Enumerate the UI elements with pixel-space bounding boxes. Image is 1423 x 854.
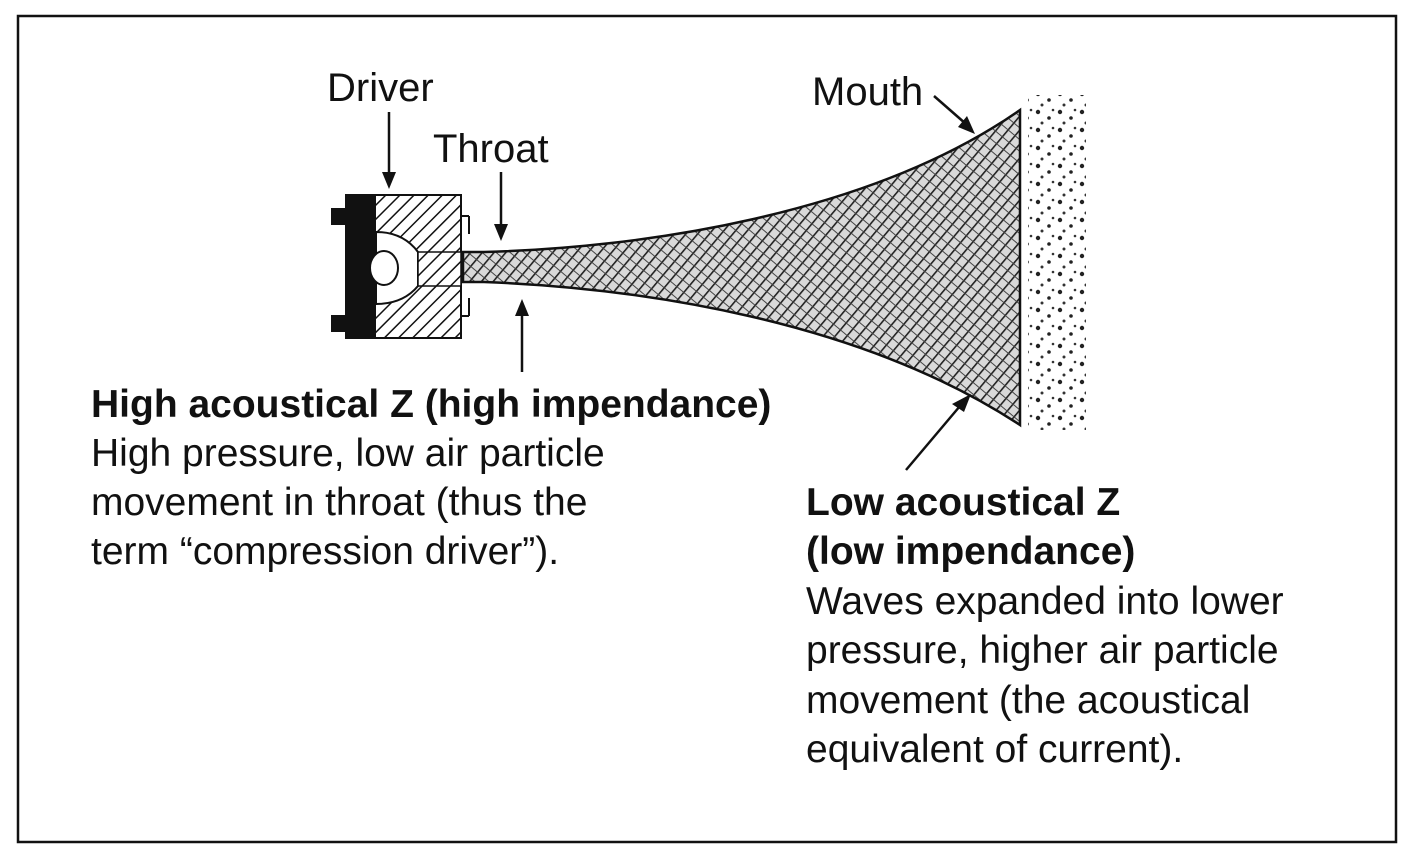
diagram-frame <box>16 14 1398 844</box>
air-region <box>1028 95 1086 430</box>
high-z-line: movement in throat (thus the <box>91 481 588 524</box>
high-z-line: High pressure, low air particle <box>91 432 605 475</box>
mouth-label: Mouth <box>812 70 924 114</box>
low-z-line: Waves expanded into lower <box>806 580 1284 623</box>
high-z-heading: High acoustical Z (high impendance) <box>91 383 772 426</box>
low-z-arrow <box>905 394 971 471</box>
driver-label: Driver <box>327 66 434 110</box>
throat-label: Throat <box>433 127 549 171</box>
high-z-line: term “compression driver”). <box>91 530 560 573</box>
low-z-heading: (low impendance) <box>806 530 1136 573</box>
horn-body <box>461 107 1022 428</box>
mouth-arrow <box>933 95 975 134</box>
low-z-line: equivalent of current). <box>806 728 1184 771</box>
driver-arrow <box>382 112 396 189</box>
throat-up-arrow <box>515 299 529 372</box>
driver-shape <box>331 194 470 339</box>
throat-arrow <box>494 172 508 241</box>
low-z-line: movement (the acoustical <box>806 679 1251 722</box>
low-z-heading: Low acoustical Z <box>806 481 1121 524</box>
low-z-line: pressure, higher air particle <box>806 629 1279 672</box>
